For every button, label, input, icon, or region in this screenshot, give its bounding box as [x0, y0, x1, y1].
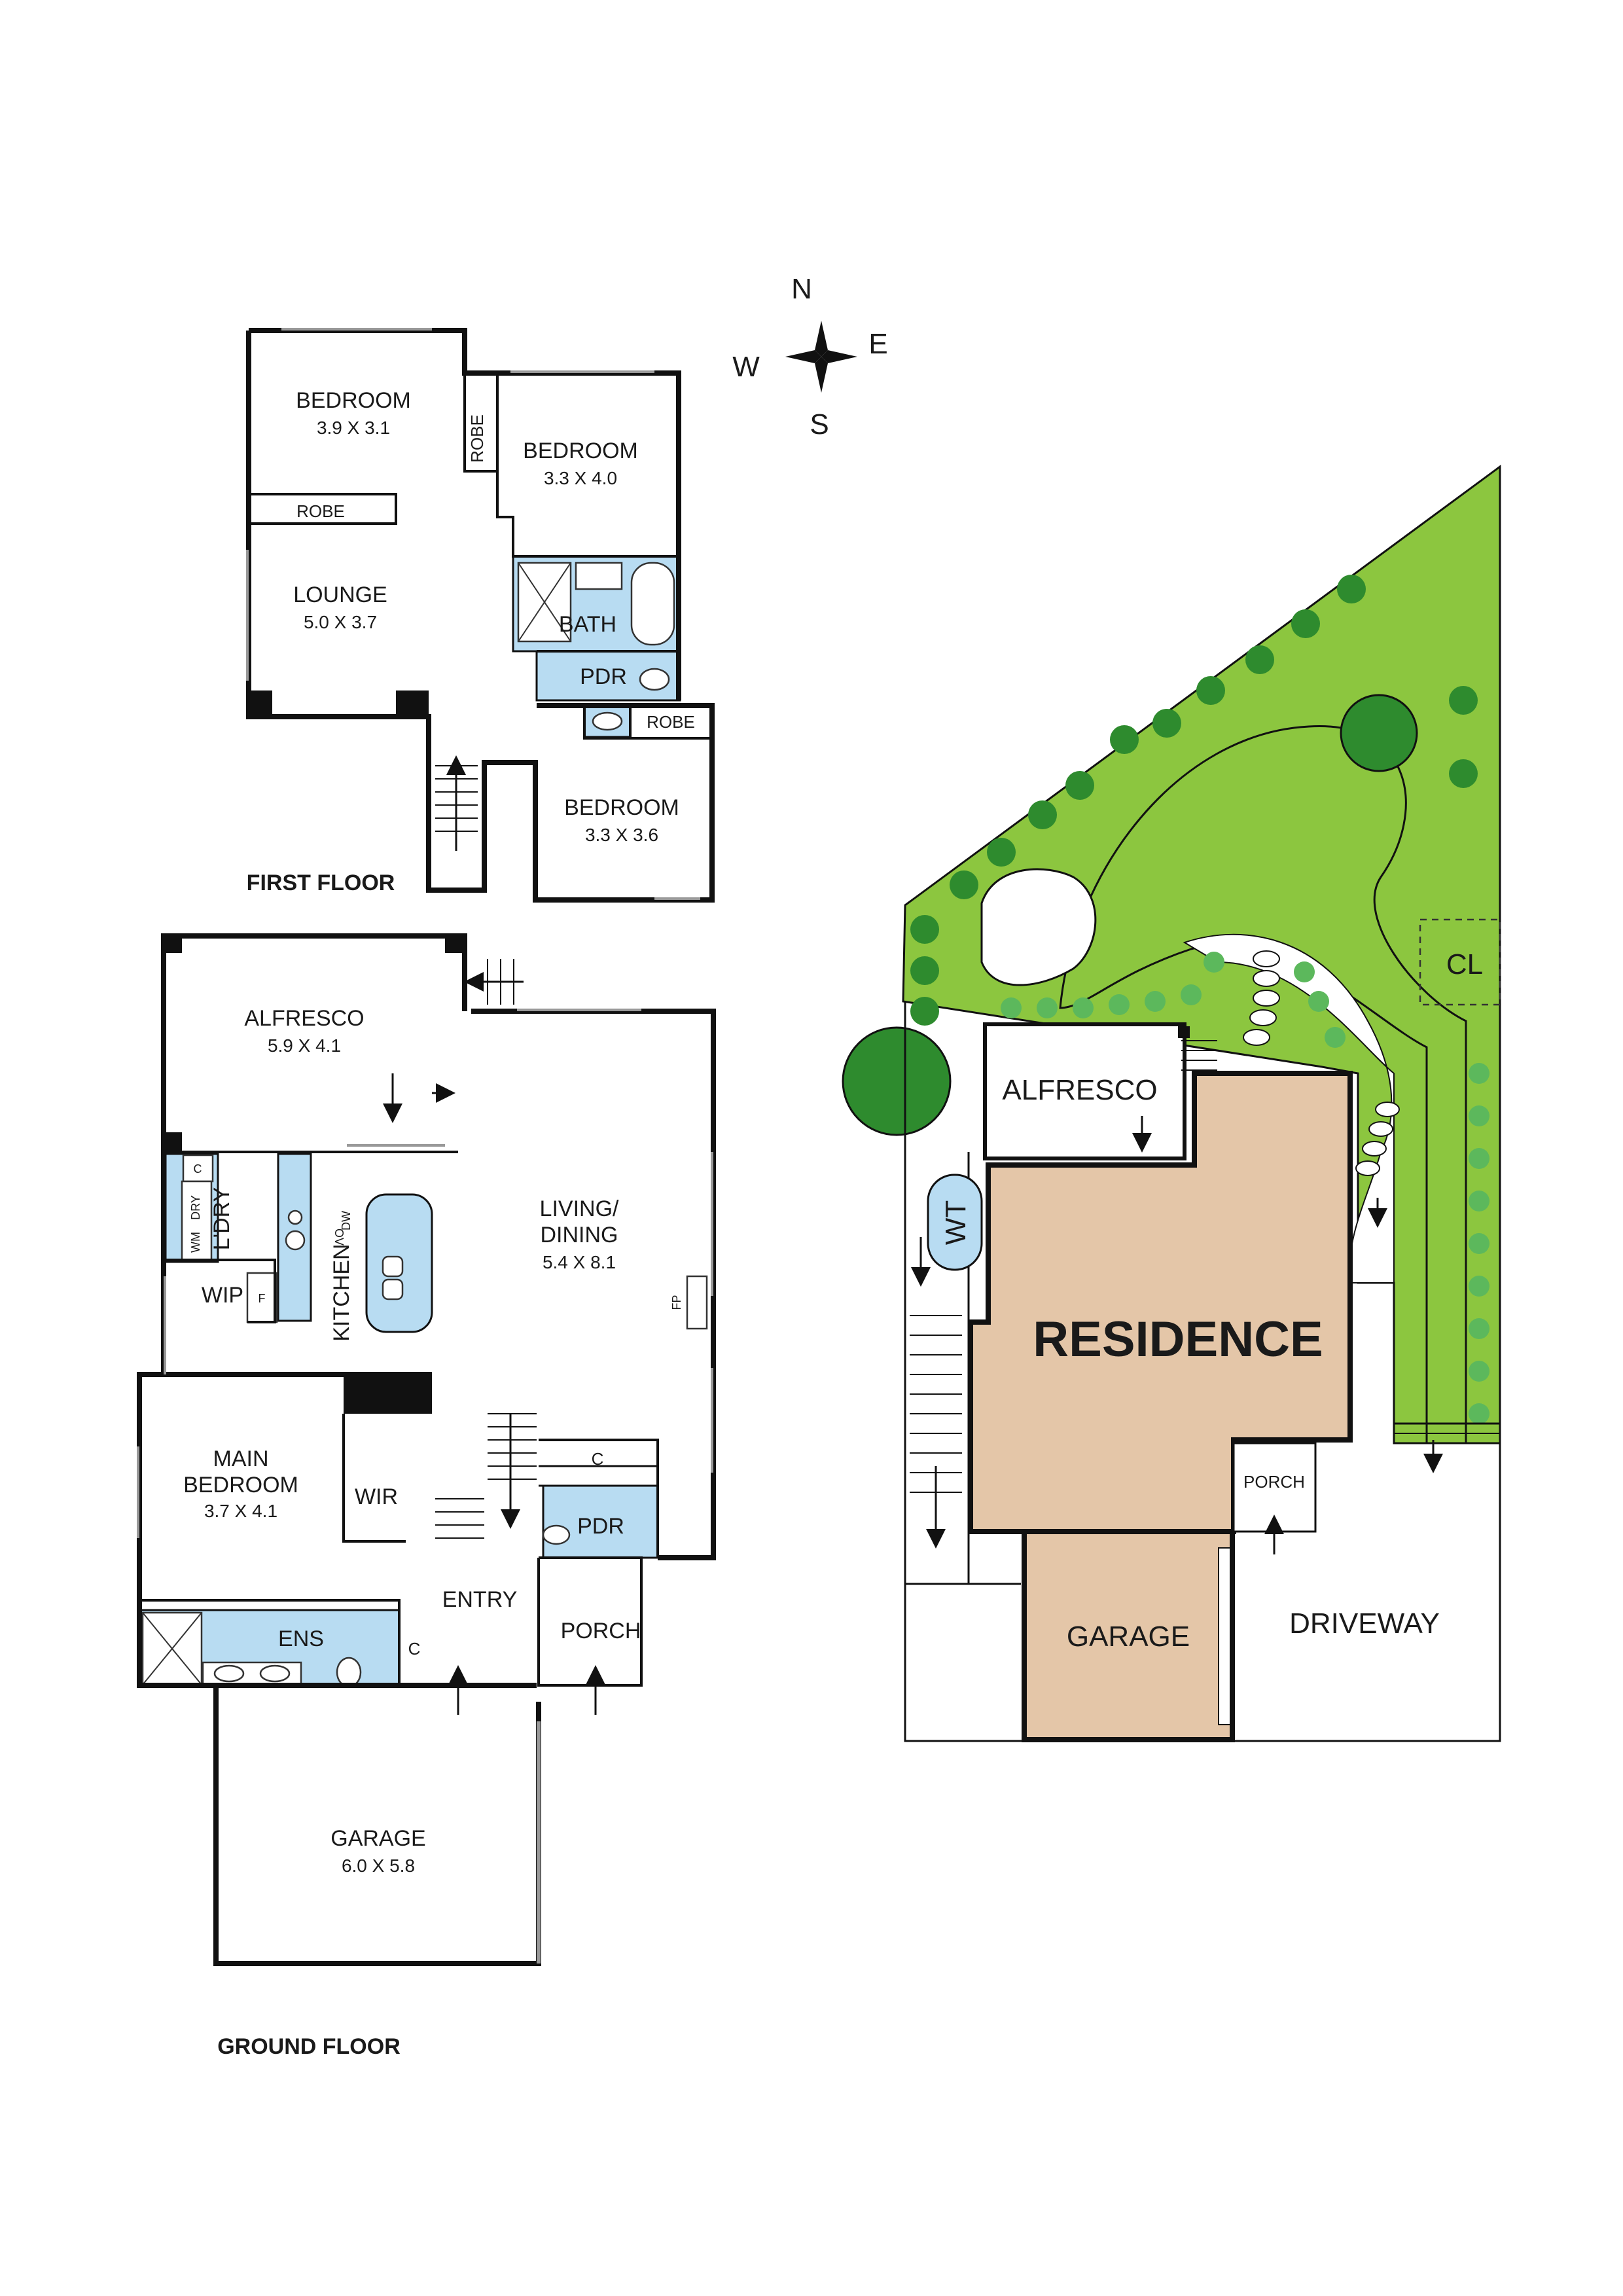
cooktop [285, 1230, 306, 1251]
site-plan: CL [842, 465, 1501, 1742]
bath-wall [496, 471, 679, 558]
c-hall-wall [539, 1439, 659, 1558]
ens-wall [139, 1599, 401, 1685]
water-tank [927, 1174, 983, 1271]
stepping-stones [1243, 950, 1400, 1176]
ov-label: OV [332, 1229, 346, 1246]
bedroom3-name: BEDROOM [564, 795, 679, 820]
robe2-label: ROBE [467, 414, 487, 463]
large-tree-east [1340, 694, 1418, 772]
first-floor-title: FIRST FLOOR [247, 870, 395, 895]
site-garage-label: GARAGE [1067, 1621, 1190, 1653]
wt-label: WT [940, 1200, 972, 1245]
main-bedroom-dim: 3.7 X 4.1 [204, 1501, 277, 1521]
clothesline-area [1419, 918, 1501, 1006]
ens-toilet [336, 1657, 362, 1688]
fireplace [686, 1275, 708, 1330]
main-bedroom-name-2: BEDROOM [183, 1473, 298, 1498]
wir-wall [342, 1414, 406, 1543]
dw-label: DW [340, 1211, 353, 1230]
residence [968, 1071, 1353, 1534]
bedroom1-dim: 3.9 X 3.1 [317, 418, 390, 438]
wip-wall [164, 1259, 276, 1323]
garage-dim: 6.0 X 5.8 [342, 1856, 415, 1876]
lounge-name: LOUNGE [293, 583, 387, 607]
alfresco-name: ALFRESCO [244, 1006, 364, 1031]
bath-basin [575, 562, 623, 590]
pdr-ground-label: PDR [577, 1514, 624, 1539]
site-alfresco-stairs [1178, 1026, 1217, 1071]
driveway-label: DRIVEWAY [1289, 1607, 1440, 1640]
laundry-appliances [181, 1180, 213, 1261]
garage-name: GARAGE [330, 1826, 425, 1851]
wm-label: WM [189, 1232, 202, 1253]
bedroom1-name: BEDROOM [296, 388, 411, 413]
kitchen-label: KITCHEN [329, 1244, 354, 1341]
compass-w: W [732, 351, 760, 383]
living-name-1: LIVING/ [540, 1196, 619, 1221]
site-alfresco-label: ALFRESCO [1002, 1074, 1157, 1106]
stairs-first [435, 755, 478, 851]
stairs-alfresco [464, 959, 524, 1005]
first-floor-plan: BEDROOM 3.9 X 3.1 ROBE ROBE BEDROOM 3.3 … [246, 328, 715, 903]
alfresco-wall [164, 933, 467, 1011]
entry-label: ENTRY [442, 1587, 518, 1612]
garage-door [1218, 1547, 1231, 1725]
garden-bed-white [980, 868, 1097, 986]
porch-label: PORCH [561, 1619, 641, 1643]
robe1-label: ROBE [296, 501, 345, 521]
kitchen-sink [382, 1255, 404, 1278]
bedroom3-dim: 3.3 X 3.6 [585, 825, 658, 845]
compass-n: N [791, 273, 812, 305]
site-side-stairs [910, 1237, 962, 1549]
main-bedroom-name-1: MAIN [213, 1446, 269, 1471]
site-garage [1022, 1529, 1235, 1742]
living-wall [471, 1009, 716, 1560]
compass-e: E [868, 328, 887, 360]
wip-label: WIP [202, 1283, 243, 1308]
toilet-first [639, 668, 670, 691]
robe-wall-2 [463, 373, 499, 473]
ens-label: ENS [278, 1626, 324, 1651]
residence-label: RESIDENCE [1033, 1312, 1323, 1367]
ens-c-label: C [408, 1639, 421, 1659]
laundry-c-label: C [194, 1162, 202, 1175]
compass-s: S [810, 408, 829, 440]
fridge [246, 1272, 278, 1323]
site-porch-label: PORCH [1243, 1472, 1305, 1492]
bath-label: BATH [559, 612, 616, 637]
vanity-wall [583, 706, 630, 740]
robe3-label: ROBE [647, 712, 695, 732]
lounge-dim: 5.0 X 3.7 [304, 612, 377, 632]
basin-first [592, 711, 623, 731]
living-name-2: DINING [541, 1223, 618, 1247]
laundry-label: L'DRY [209, 1187, 234, 1251]
pdr-toilet [542, 1524, 571, 1545]
compass-rose: N E S W [732, 273, 887, 440]
living-dim: 5.4 X 8.1 [543, 1252, 616, 1272]
hall-c-label: C [592, 1449, 604, 1469]
ground-floor-plan: ALFRESCO 5.9 X 4.1 LIVING/ DINING 5.4 X … [137, 933, 716, 2059]
fridge-label: F [259, 1292, 266, 1305]
stairs-ground [435, 1413, 537, 1539]
wall-lower [246, 331, 715, 903]
bathtub [630, 562, 675, 646]
dry-label: DRY [189, 1195, 202, 1220]
bedroom2-name: BEDROOM [523, 439, 638, 463]
large-tree-west [842, 1026, 952, 1136]
fp-label: FP [670, 1295, 683, 1310]
porch-wall [537, 1556, 643, 1687]
pdr-first-label: PDR [580, 664, 627, 689]
garage-wall [213, 1685, 541, 1966]
wir-label: WIR [355, 1484, 398, 1509]
cl-label: CL [1446, 948, 1483, 980]
robe-wall-1 [249, 493, 397, 525]
bedroom2-dim: 3.3 X 4.0 [544, 468, 617, 488]
alfresco-dim: 5.9 X 4.1 [268, 1035, 341, 1056]
trees [842, 575, 1489, 1424]
ground-floor-title: GROUND FLOOR [217, 2034, 401, 2059]
